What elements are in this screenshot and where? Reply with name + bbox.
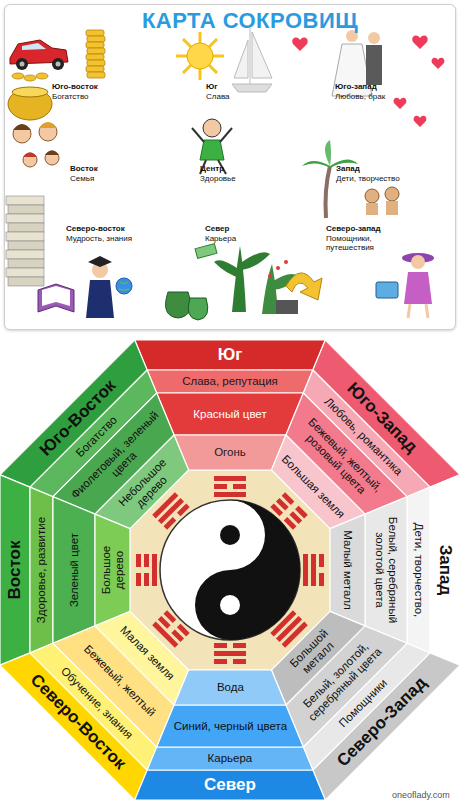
zone-meaning: Богатство bbox=[52, 92, 89, 101]
zone-name: Юг bbox=[206, 82, 218, 91]
sector-direction: Север bbox=[146, 770, 314, 800]
dog-children bbox=[365, 187, 399, 215]
sector-band bbox=[330, 514, 365, 626]
zone-meaning: Семья bbox=[70, 174, 94, 183]
car bbox=[10, 40, 68, 70]
money-plants bbox=[214, 246, 298, 314]
sector-element: Огонь bbox=[186, 435, 273, 470]
sector-band bbox=[365, 497, 407, 644]
sector-band bbox=[407, 487, 430, 653]
sector-direction: Юг bbox=[146, 340, 314, 370]
zone-name: Северо-восток bbox=[66, 224, 125, 233]
sector-band bbox=[0, 475, 30, 666]
sector-meaning: Здоровье, развитие bbox=[30, 497, 53, 643]
graduate bbox=[86, 256, 132, 318]
sector-colors: Синий, черный цвета bbox=[170, 705, 289, 747]
sector-band bbox=[30, 487, 53, 653]
money-bags bbox=[166, 244, 217, 320]
sector-band bbox=[53, 497, 95, 644]
zone-name: Северо-запад bbox=[326, 224, 381, 233]
sector-band bbox=[147, 747, 313, 770]
paper-arrow bbox=[268, 260, 322, 300]
sector-band bbox=[430, 475, 460, 666]
gold-pot bbox=[8, 87, 52, 120]
zone-meaning: Здоровье bbox=[200, 174, 236, 183]
zone-meaning: Дети, творчество bbox=[336, 174, 400, 183]
sector-colors: Зеленый цвет bbox=[53, 510, 95, 629]
bagua-sector: СеверКарьераСиний, черный цветаВода bbox=[134, 670, 326, 800]
trigrams bbox=[136, 476, 324, 664]
sector-meaning: Карьера bbox=[157, 747, 303, 770]
map-title: КАРТА СОКРОВИЩ bbox=[100, 8, 400, 34]
family bbox=[13, 122, 59, 167]
sector-element: Малый металл bbox=[330, 526, 365, 613]
wedding-couple bbox=[332, 30, 382, 96]
sector-meaning: Слава, репутация bbox=[157, 370, 303, 393]
sector-band bbox=[157, 393, 304, 435]
zone-name: Юго-запад bbox=[335, 82, 377, 91]
traveler bbox=[376, 253, 434, 318]
zone-meaning: Любовь, брак bbox=[335, 92, 385, 101]
sector-element: Вода bbox=[186, 670, 273, 705]
sector-band bbox=[147, 370, 313, 393]
zone-meaning: Помощники, путешествия bbox=[326, 234, 382, 252]
books bbox=[6, 196, 44, 286]
sailboat bbox=[232, 28, 272, 92]
sector-band bbox=[157, 705, 304, 747]
sector-band bbox=[135, 770, 326, 800]
sector-colors: Красный цвет bbox=[170, 393, 289, 435]
yin-yang bbox=[160, 500, 300, 640]
sector-band bbox=[135, 340, 326, 370]
coins bbox=[12, 30, 105, 81]
zone-name: Запад bbox=[336, 164, 360, 173]
sector-meaning: Дети, творчество, bbox=[407, 497, 430, 643]
sector-direction: Восток bbox=[0, 486, 30, 654]
sector-band bbox=[174, 435, 286, 470]
zone-name: Север bbox=[205, 224, 229, 233]
watermark: oneoflady.com bbox=[392, 790, 450, 800]
zone-name: Восток bbox=[70, 164, 98, 173]
open-book bbox=[38, 284, 74, 312]
sector-colors: Белый, серебряный золотой цвета bbox=[365, 510, 407, 629]
zone-name: Центр bbox=[200, 164, 224, 173]
sector-band bbox=[174, 670, 286, 705]
zone-meaning: Карьера bbox=[205, 234, 236, 243]
sector-band bbox=[95, 514, 130, 626]
sector-direction: Запад bbox=[430, 486, 460, 654]
zone-meaning: Мудрость, знания bbox=[66, 234, 132, 243]
hearts bbox=[292, 35, 444, 127]
happy-man bbox=[192, 119, 232, 174]
zone-meaning: Слава bbox=[206, 92, 230, 101]
sector-element: Большое дерево bbox=[95, 526, 130, 613]
zone-name: Юго-восток bbox=[52, 82, 98, 91]
sun bbox=[176, 32, 224, 80]
